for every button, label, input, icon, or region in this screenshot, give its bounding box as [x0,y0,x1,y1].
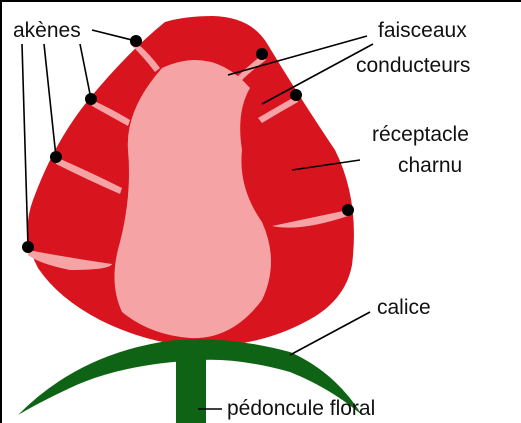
floral-stalk [176,350,206,423]
achene-dot [342,204,354,216]
faisceaux-label-line2: conducteurs [356,54,470,77]
achene-dot [290,89,302,101]
faisceaux-label-line1: faisceaux [378,19,467,42]
calice-label: calice [377,296,431,319]
achene-dot [256,48,268,60]
pedoncule-label: pédoncule floral [227,397,375,420]
receptacle-label-line1: réceptacle [372,123,469,146]
akenes-label: akènes [13,19,81,42]
akenes-leader-2 [80,44,91,99]
receptacle-label-line2: charnu [398,154,462,177]
akenes-leader-1 [92,30,136,41]
akenes-leader-3 [44,44,56,157]
akenes-leader-4 [22,44,28,247]
